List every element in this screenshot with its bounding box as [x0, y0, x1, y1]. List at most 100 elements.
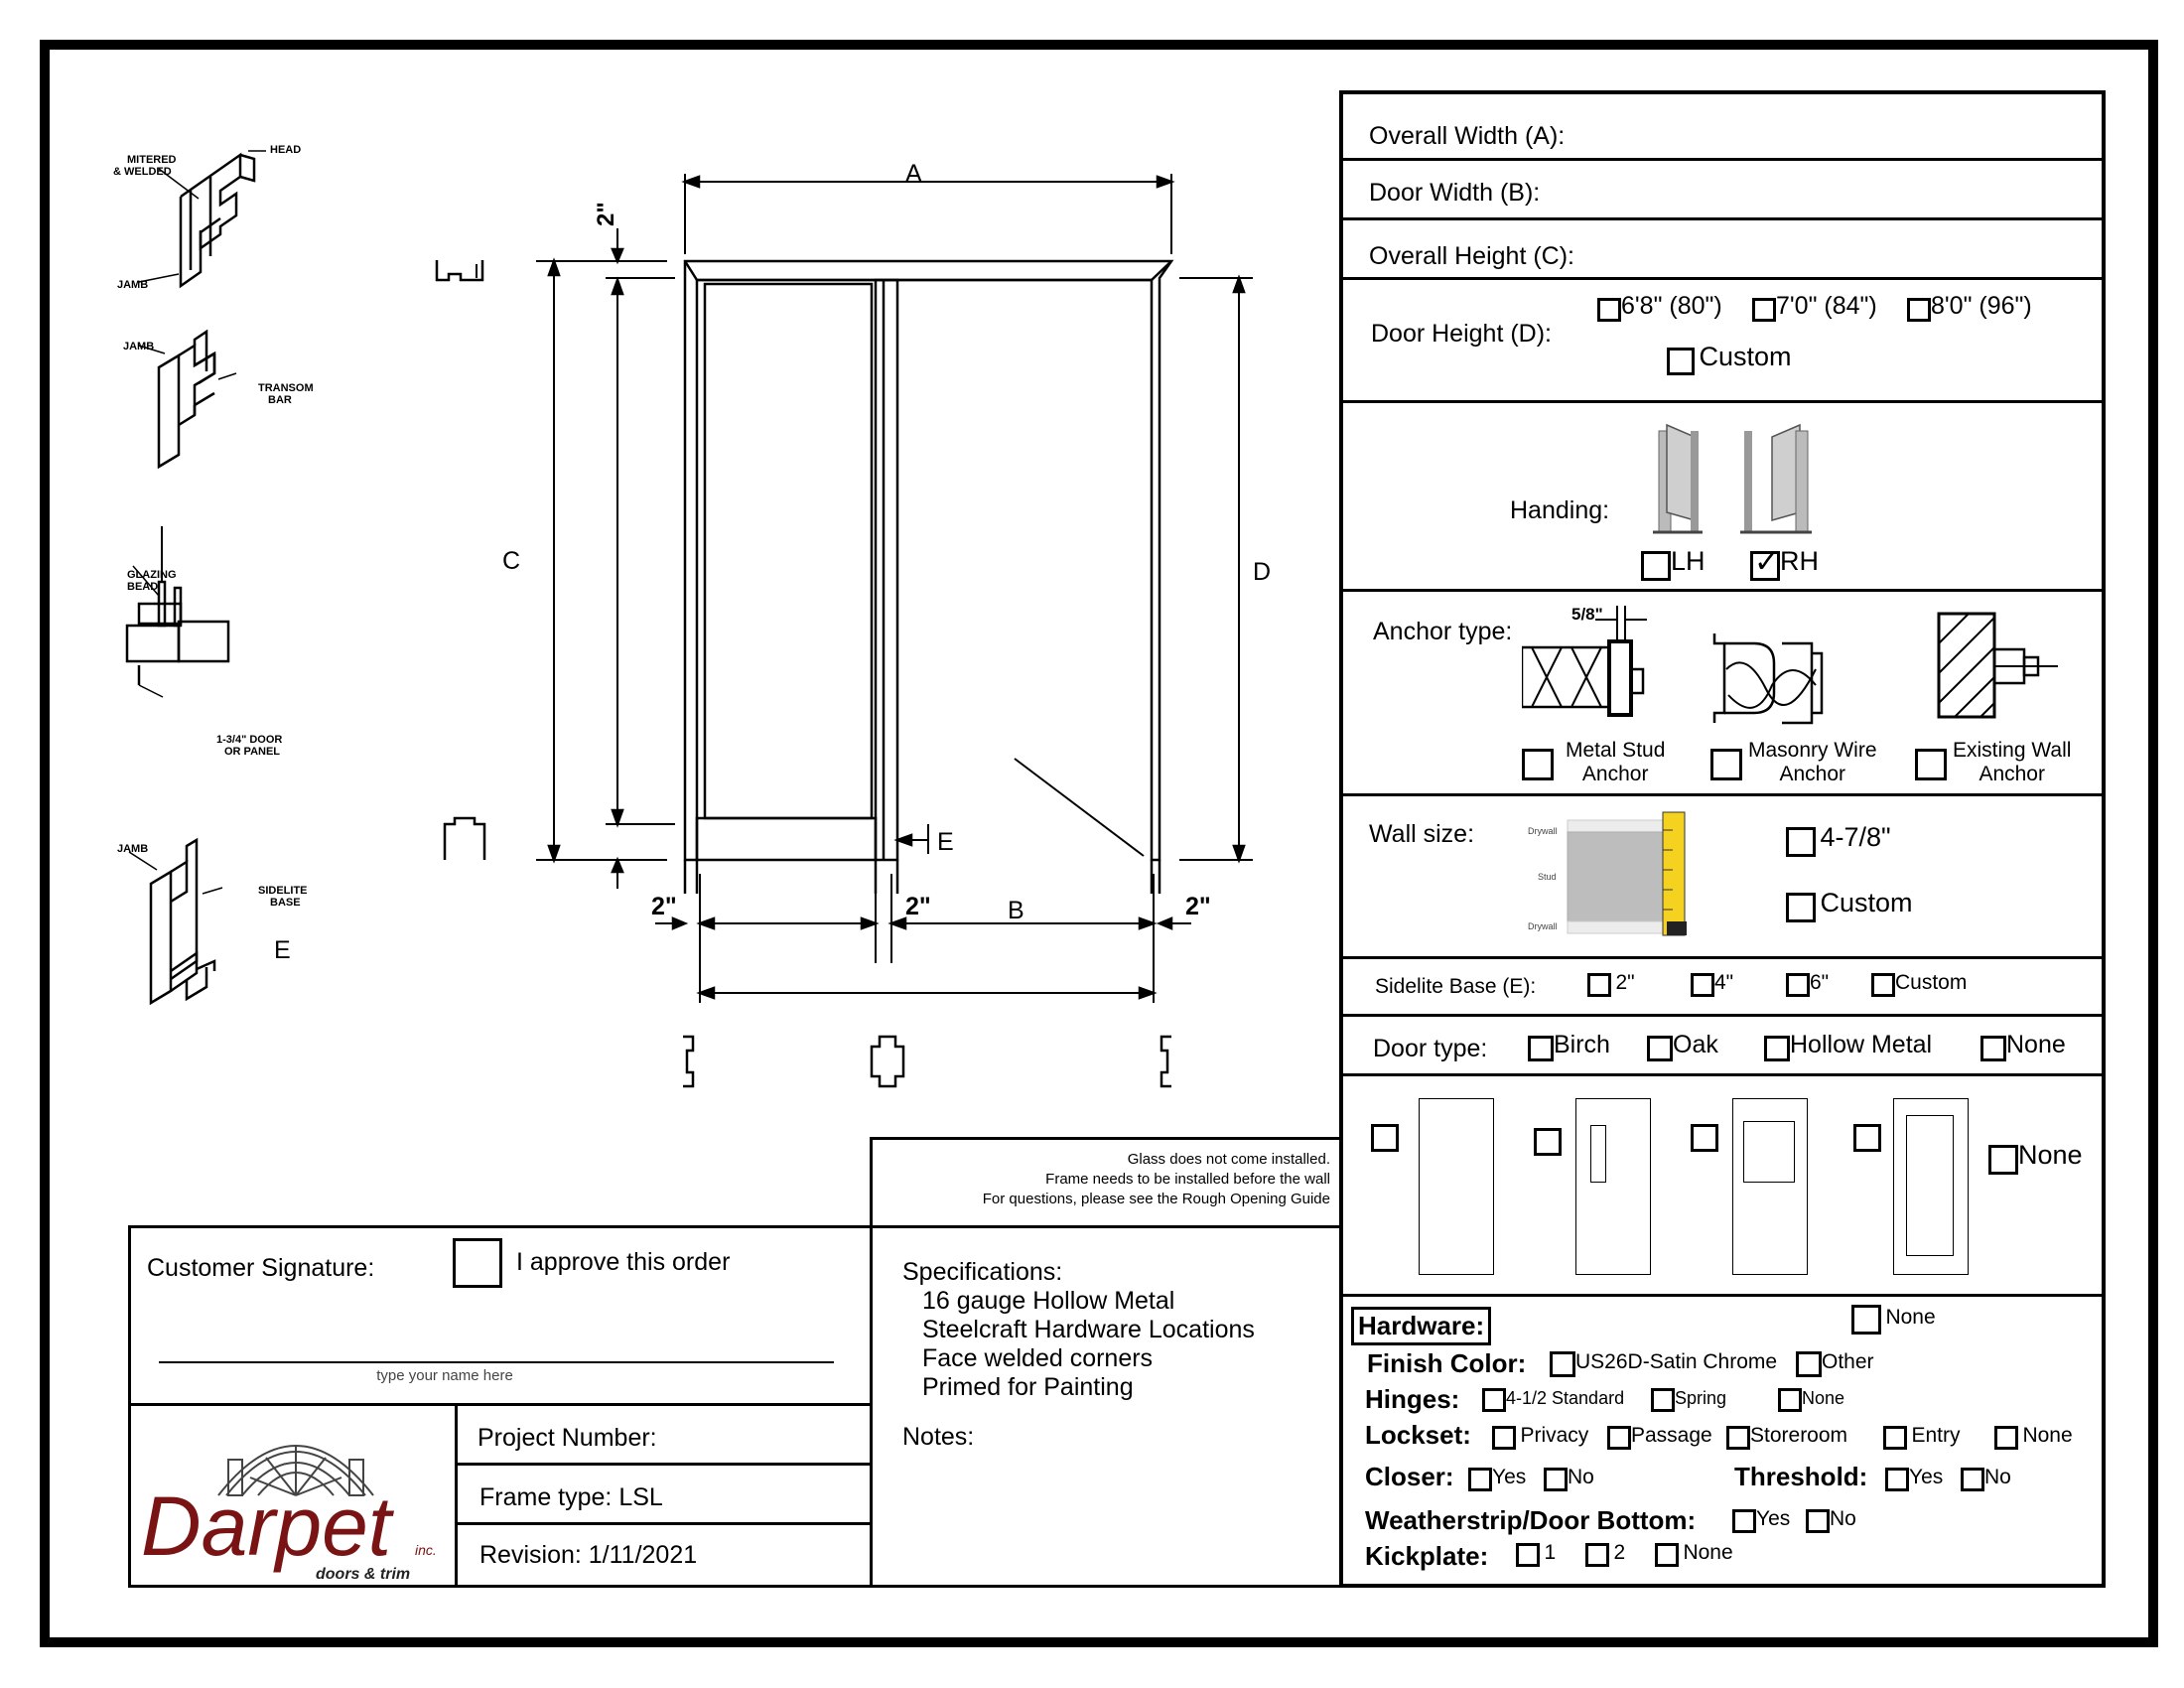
- glazing-bead-detail: [125, 526, 230, 698]
- handing-lh-checkbox[interactable]: [1641, 550, 1671, 581]
- frame-type-label: Frame type: LSL: [479, 1483, 663, 1511]
- door-height-custom-checkbox[interactable]: [1667, 347, 1695, 375]
- finish-us26d-checkbox[interactable]: [1550, 1350, 1575, 1377]
- wall-size-4-7-8-checkbox[interactable]: [1786, 826, 1816, 857]
- lockset-storeroom-checkbox[interactable]: [1726, 1425, 1750, 1450]
- dim-top-2in: 2": [593, 202, 619, 226]
- hardware-none-checkbox[interactable]: [1851, 1305, 1881, 1335]
- kickplate-none-checkbox[interactable]: [1655, 1542, 1679, 1567]
- door-height-96-checkbox[interactable]: [1907, 297, 1931, 322]
- lockset-label: Lockset:: [1365, 1420, 1471, 1450]
- wall-stud-label: Stud: [1538, 872, 1557, 882]
- wall-size-row: Wall size: Drywall Stud Drywall 4-7/8" C…: [1343, 796, 2102, 959]
- masonry-wire-anchor-checkbox[interactable]: [1710, 749, 1742, 780]
- closer-yes-checkbox[interactable]: [1468, 1467, 1492, 1491]
- specifications-title: Specifications:: [902, 1258, 1063, 1286]
- project-number-row: Project Number:: [458, 1406, 870, 1466]
- anchor-dim-label: 5/8": [1571, 605, 1603, 624]
- door-type-none-checkbox[interactable]: [1980, 1035, 2006, 1061]
- weatherstrip-no-checkbox[interactable]: [1806, 1508, 1830, 1533]
- notes-label: Notes:: [902, 1423, 975, 1451]
- detail-label-e: E: [274, 936, 291, 964]
- glass-option-1-checkbox[interactable]: [1371, 1124, 1399, 1152]
- door-type-hollow-metal-checkbox[interactable]: [1764, 1035, 1790, 1061]
- threshold-yes-label: Yes: [1909, 1466, 1944, 1488]
- door-width-label: Door Width (B):: [1369, 179, 1541, 207]
- glass-option-4-checkbox[interactable]: [1853, 1124, 1881, 1152]
- door-height-80-checkbox[interactable]: [1597, 297, 1621, 322]
- closer-no-checkbox[interactable]: [1544, 1467, 1568, 1491]
- sidelite-2in-checkbox[interactable]: [1587, 972, 1611, 997]
- weatherstrip-no-label: No: [1830, 1507, 1856, 1530]
- rh-door-icon: [1740, 423, 1812, 534]
- hardware-section: Hardware: None Finish Color: US26D-Satin…: [1343, 1297, 2102, 1585]
- metal-stud-anchor-checkbox[interactable]: [1522, 749, 1554, 780]
- threshold-no-label: No: [1984, 1466, 2011, 1488]
- existing-wall-anchor-checkbox[interactable]: [1915, 749, 1947, 780]
- kickplate-2-checkbox[interactable]: [1585, 1542, 1609, 1567]
- door-height-custom-label: Custom: [1699, 342, 1792, 371]
- mullion-profile-bottom: [870, 1035, 905, 1088]
- lockset-privacy-checkbox[interactable]: [1492, 1425, 1516, 1450]
- detail-text-glazing2: BEAD: [127, 581, 158, 593]
- hinges-spring-checkbox[interactable]: [1651, 1388, 1675, 1412]
- door-half-lite-icon: [1732, 1098, 1808, 1275]
- sidelite-base-row: Sidelite Base (E): 2" 4" 6" Custom: [1343, 959, 2102, 1017]
- glass-option-2-checkbox[interactable]: [1534, 1128, 1562, 1156]
- finish-us26d-label: US26D-Satin Chrome: [1575, 1350, 1778, 1373]
- approve-order-label: I approve this order: [516, 1248, 731, 1276]
- specifications-block: Specifications: 16 gauge Hollow Metal St…: [902, 1258, 1255, 1402]
- frame-type-row: Frame type: LSL: [458, 1466, 870, 1525]
- lockset-passage-label: Passage: [1631, 1424, 1712, 1447]
- threshold-no-checkbox[interactable]: [1961, 1467, 1984, 1491]
- glass-lite-row: None: [1343, 1076, 2102, 1297]
- detail-text-door2: OR PANEL: [224, 746, 280, 758]
- kickplate-label: Kickplate:: [1365, 1541, 1489, 1571]
- kickplate-1-checkbox[interactable]: [1516, 1542, 1540, 1567]
- spec-item: Steelcraft Hardware Locations: [922, 1316, 1255, 1343]
- sidelite-6in-checkbox[interactable]: [1786, 972, 1810, 997]
- lockset-privacy-label: Privacy: [1520, 1424, 1589, 1447]
- sidelite-custom-checkbox[interactable]: [1871, 972, 1895, 997]
- note-glass: Glass does not come installed.: [1127, 1151, 1330, 1168]
- overall-height-row: Overall Height (C):: [1343, 220, 2102, 280]
- wall-size-4-7-8-label: 4-7/8": [1820, 822, 1891, 852]
- door-type-birch-checkbox[interactable]: [1528, 1035, 1554, 1061]
- dim-label-d: D: [1253, 558, 1271, 586]
- lockset-entry-checkbox[interactable]: [1883, 1425, 1907, 1450]
- spec-item: 16 gauge Hollow Metal: [922, 1287, 1175, 1315]
- door-full-lite-icon: [1893, 1098, 1969, 1275]
- handing-label: Handing:: [1510, 496, 1610, 524]
- frame-detail-sketches: MITERED & WELDED HEAD JAMB JAMB TRANSOM …: [113, 144, 314, 1006]
- lockset-passage-checkbox[interactable]: [1607, 1425, 1631, 1450]
- dim-mid-2in: 2": [905, 893, 931, 920]
- weatherstrip-yes-checkbox[interactable]: [1732, 1508, 1756, 1533]
- handing-rh-checkbox[interactable]: [1750, 545, 1780, 581]
- glass-option-3-checkbox[interactable]: [1691, 1124, 1718, 1152]
- door-height-84-checkbox[interactable]: [1752, 297, 1776, 322]
- kickplate-none-label: None: [1683, 1541, 1733, 1564]
- approve-order-checkbox[interactable]: [453, 1238, 502, 1288]
- sidelite-custom-label: Custom: [1895, 971, 1968, 994]
- threshold-yes-checkbox[interactable]: [1885, 1467, 1909, 1491]
- project-info-box: Project Number: Frame type: LSL Revision…: [455, 1403, 873, 1588]
- signature-line[interactable]: [159, 1361, 834, 1363]
- hinges-none-checkbox[interactable]: [1778, 1388, 1802, 1412]
- kickplate-2-label: 2: [1613, 1541, 1626, 1564]
- anchor-type-row: Anchor type: 5/8": [1343, 592, 2102, 796]
- door-type-oak-checkbox[interactable]: [1647, 1035, 1673, 1061]
- finish-other-checkbox[interactable]: [1796, 1350, 1822, 1377]
- door-narrow-lite-icon: [1575, 1098, 1651, 1275]
- revision-row: Revision: 1/11/2021: [458, 1525, 870, 1585]
- threshold-label: Threshold:: [1734, 1462, 1868, 1491]
- customer-signature-label: Customer Signature:: [147, 1254, 375, 1282]
- glass-none-label: None: [2018, 1140, 2083, 1170]
- hinges-standard-checkbox[interactable]: [1482, 1388, 1506, 1412]
- logo-tagline: doors & trim: [316, 1566, 410, 1583]
- sidelite-4in-checkbox[interactable]: [1691, 972, 1714, 997]
- glass-none-checkbox[interactable]: [1988, 1144, 2018, 1175]
- closer-no-label: No: [1568, 1466, 1594, 1488]
- wall-size-custom-checkbox[interactable]: [1786, 892, 1816, 922]
- lockset-none-checkbox[interactable]: [1994, 1425, 2018, 1450]
